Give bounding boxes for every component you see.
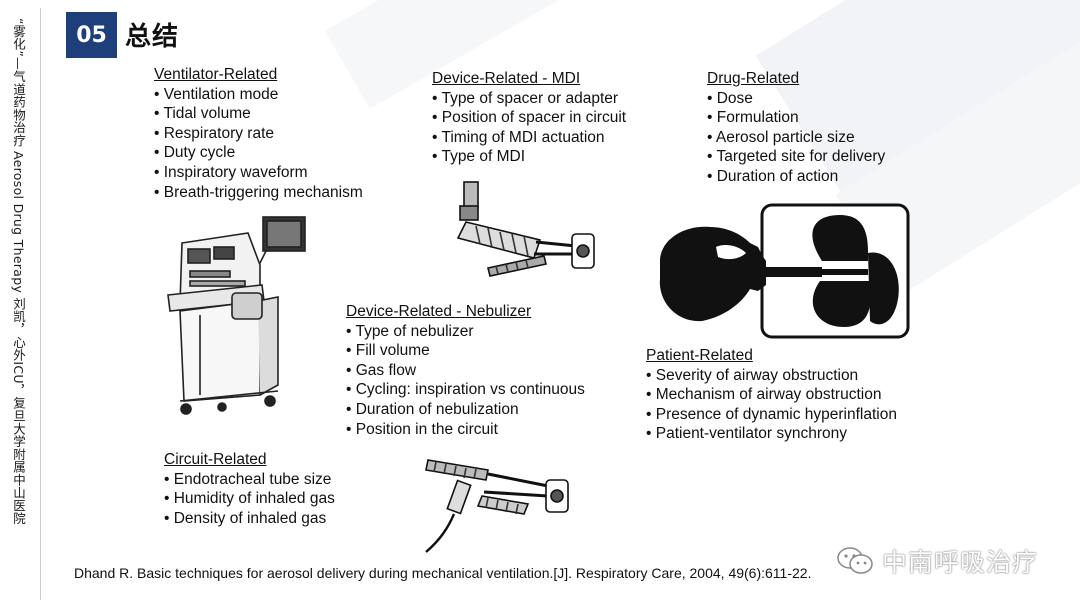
bullet-list: Type of spacer or adapter Position of sp… [432,89,626,167]
sidebar-divider [40,8,41,600]
bullet-list: Ventilation mode Tidal volume Respirator… [154,85,363,203]
list-item: Duration of action [707,167,885,187]
list-item: Position of spacer in circuit [432,108,626,128]
list-item: Position in the circuit [346,420,585,440]
drug-related-group: Drug-Related Dose Formulation Aerosol pa… [707,69,885,187]
list-item: Presence of dynamic hyperinflation [646,405,897,425]
patient-related-group: Patient-Related Severity of airway obstr… [646,346,897,444]
list-item: Tidal volume [154,104,363,124]
list-item: Fill volume [346,341,585,361]
list-item: Type of MDI [432,147,626,167]
watermark-text: 中南呼吸治疗 [882,548,1039,577]
ventilator-related-group: Ventilator-Related Ventilation mode Tida… [154,65,363,202]
sidebar-vertical-text: “雾化”—气道药物治疗 Aerosol Drug Therapy 刘凯，心外IC… [11,18,26,525]
group-heading: Device-Related - Nebulizer [346,303,532,320]
group-heading: Device-Related - MDI [432,70,581,87]
list-item: Timing of MDI actuation [432,128,626,148]
airway-lungs-illustration [659,203,910,339]
mdi-spacer-illustration [456,181,595,277]
list-item: Mechanism of airway obstruction [646,385,897,405]
list-item: Cycling: inspiration vs continuous [346,380,585,400]
group-heading: Circuit-Related [164,451,267,468]
wechat-icon [837,547,873,574]
watermark: 中南呼吸治疗 [836,543,1038,579]
bullet-list: Dose Formulation Aerosol particle size T… [707,89,885,187]
list-item: Type of spacer or adapter [432,89,626,109]
group-heading: Ventilator-Related [154,66,278,83]
list-item: Inspiratory waveform [154,163,363,183]
bullet-list: Endotracheal tube size Humidity of inhal… [164,470,335,529]
list-item: Density of inhaled gas [164,509,335,529]
list-item: Dose [707,89,885,109]
section-number-badge: 05 [66,12,117,58]
bullet-list: Type of nebulizer Fill volume Gas flow C… [346,322,585,440]
ventilator-illustration [167,216,306,415]
list-item: Respiratory rate [154,124,363,144]
group-heading: Drug-Related [707,70,800,87]
list-item: Duration of nebulization [346,400,585,420]
list-item: Aerosol particle size [707,128,885,148]
list-item: Humidity of inhaled gas [164,489,335,509]
reference-citation: Dhand R. Basic techniques for aerosol de… [74,565,812,581]
list-item: Formulation [707,108,885,128]
nebulizer-illustration [425,459,569,553]
device-mdi-group: Device-Related - MDI Type of spacer or a… [432,69,626,167]
list-item: Patient-ventilator synchrony [646,424,897,444]
list-item: Endotracheal tube size [164,470,335,490]
group-heading: Patient-Related [646,347,753,364]
list-item: Gas flow [346,361,585,381]
list-item: Ventilation mode [154,85,363,105]
list-item: Type of nebulizer [346,322,585,342]
bullet-list: Severity of airway obstruction Mechanism… [646,366,897,444]
device-nebulizer-group: Device-Related - Nebulizer Type of nebul… [346,302,585,439]
circuit-related-group: Circuit-Related Endotracheal tube size H… [164,450,335,528]
list-item: Breath-triggering mechanism [154,183,363,203]
page-title: 总结 [125,22,180,52]
list-item: Duty cycle [154,143,363,163]
list-item: Severity of airway obstruction [646,366,897,386]
list-item: Targeted site for delivery [707,147,885,167]
